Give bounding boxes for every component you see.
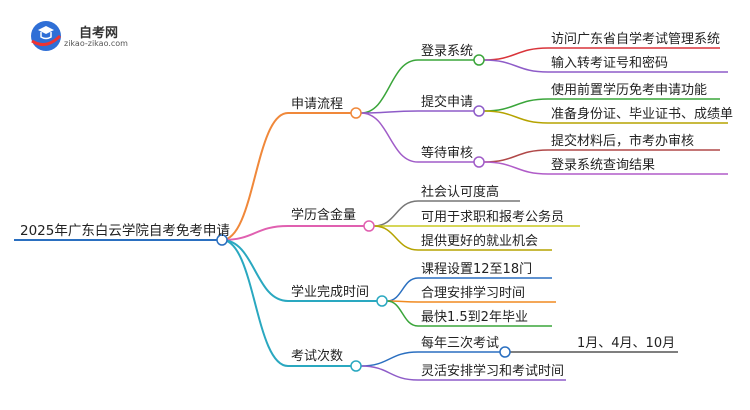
branch-connector	[221, 239, 289, 302]
branch-collapse-dot[interactable]	[350, 107, 362, 119]
leaf-connector	[483, 98, 549, 112]
logo-icon	[31, 21, 62, 51]
leaf-label: 合理安排学习时间	[421, 286, 526, 301]
leaf-label: 输入转考证号和密码	[551, 56, 669, 71]
subtopic-submit: 提交申请	[421, 95, 474, 110]
branch-connector	[221, 225, 289, 241]
root-collapse-dot[interactable]	[216, 234, 228, 246]
subtopic-collapse-dot[interactable]	[473, 156, 485, 168]
leaf-connector	[483, 59, 549, 73]
subtopic-connector	[360, 112, 419, 163]
subtopic-connector	[360, 59, 419, 114]
leaf-connector	[386, 277, 419, 302]
leaf-label: 提供更好的就业机会	[421, 234, 539, 249]
leaf-label: 可用于求职和报考公务员	[421, 210, 565, 225]
subtopic-connector	[360, 110, 419, 114]
branch-connector	[221, 239, 289, 367]
leaf-connector	[483, 149, 549, 163]
leaf-label: 最快1.5到2年毕业	[421, 310, 528, 325]
leaf-connector	[483, 161, 549, 175]
branch-label: 申请流程	[291, 97, 344, 112]
leaf-label: 使用前置学历免考申请功能	[551, 83, 708, 98]
branch-connector	[221, 112, 289, 241]
leaf-connector	[373, 200, 419, 227]
leaf-connector	[483, 47, 549, 61]
branch-collapse-dot[interactable]	[363, 220, 375, 232]
subtopic-collapse-dot[interactable]	[499, 346, 511, 358]
subtopic-review: 等待审核	[421, 146, 474, 161]
leaf-label: 1月、4月、10月	[577, 336, 676, 351]
leaf-label: 访问广东省自学考试管理系统	[551, 32, 721, 47]
root-node-label: 2025年广东白云学院自考免考申请	[20, 223, 230, 239]
branch-label: 考试次数	[291, 349, 344, 364]
leaf-label: 社会认可度高	[421, 185, 500, 200]
leaf-connector	[483, 110, 549, 124]
logo-subtitle: zikao-zikao.com	[64, 39, 128, 48]
leaf-connector	[373, 225, 419, 251]
leaf-connector	[360, 365, 419, 381]
branch-collapse-dot[interactable]	[376, 295, 388, 307]
leaf-label: 准备身份证、毕业证书、成绩单	[551, 107, 734, 122]
branch-label: 学业完成时间	[291, 285, 370, 300]
leaf-label: 登录系统查询结果	[551, 158, 656, 173]
subtopic-login: 登录系统	[421, 44, 474, 59]
leaf-connector	[386, 300, 419, 327]
subtopic-collapse-dot[interactable]	[473, 105, 485, 117]
leaf-label: 提交材料后，市考办审核	[551, 134, 695, 149]
branch-collapse-dot[interactable]	[350, 360, 362, 372]
subtopic-three-exams: 每年三次考试	[421, 336, 500, 351]
leaf-label: 灵活安排学习和考试时间	[421, 364, 565, 379]
subtopic-connector	[360, 351, 419, 367]
branch-label: 学历含金量	[291, 208, 357, 223]
leaf-label: 课程设置12至18门	[421, 262, 533, 277]
logo-title: 自考网	[79, 26, 119, 41]
subtopic-collapse-dot[interactable]	[473, 54, 485, 66]
